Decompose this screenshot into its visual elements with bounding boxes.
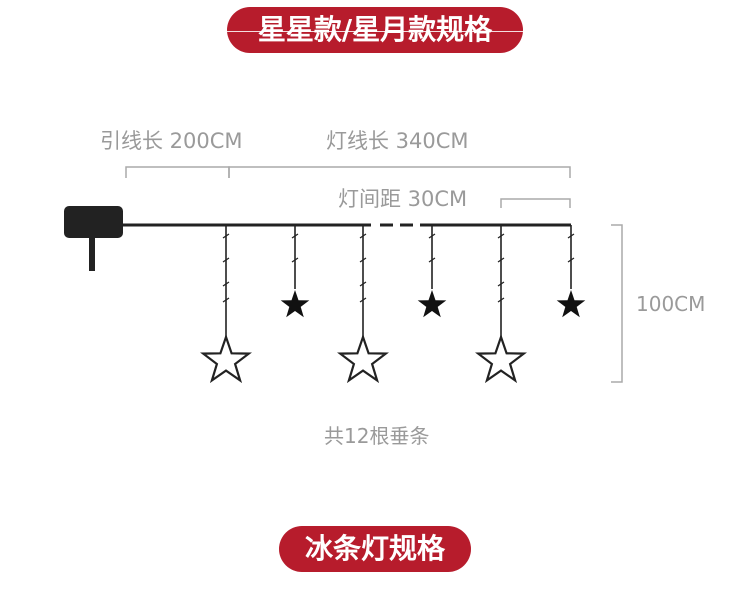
spacing-bracket [500,198,571,208]
plug-icon [64,206,123,271]
star-outline-icon [200,333,252,384]
star-filled-icon [556,290,586,318]
star-outline-icon [475,333,527,384]
light-wire-label: 灯线长 340CM [326,129,469,153]
lead-wire-label: 引线长 200CM [100,129,243,153]
light-wire-bracket [228,166,571,178]
spec-title-text: 冰条灯规格 [304,532,445,565]
drop-height-label: 100CM [636,292,705,316]
spec-title-text: 星星款/星月款规格 [257,13,493,46]
star-filled-icon [417,290,447,318]
star-filled-icon [280,290,310,318]
title-strike-line [215,31,535,32]
lead-wire-bracket [125,166,230,178]
strands-note: 共12根垂条 [324,424,429,448]
drop-height-bracket [611,224,623,383]
spec-title-icicle: 冰条灯规格 [279,526,471,572]
spacing-label: 灯间距 30CM [338,187,467,211]
star-outline-icon [337,333,389,384]
spec-title-star-moon: 星星款/星月款规格 [215,7,535,53]
